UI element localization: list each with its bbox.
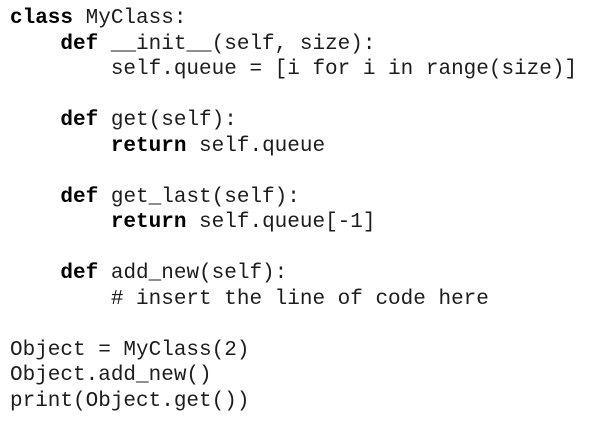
code-line — [10, 236, 610, 262]
code-text: # insert the line of code here — [10, 287, 489, 311]
code-block: class MyClass: def __init__(self, size):… — [10, 6, 610, 414]
code-text: add_new(self): — [98, 262, 288, 285]
code-text: self.queue = [i for i in range(size)] — [10, 58, 578, 81]
code-text — [10, 33, 60, 56]
code-line: Object = MyClass(2) — [10, 338, 610, 364]
code-text: Object.add_new() — [10, 364, 212, 387]
code-line: def get(self): — [10, 108, 610, 134]
code-keyword: class — [10, 7, 74, 30]
code-text — [10, 135, 111, 158]
code-line: class MyClass: — [10, 6, 610, 32]
code-line: self.queue = [i for i in range(size)] — [10, 57, 610, 83]
code-line: def __init__(self, size): — [10, 32, 610, 58]
code-line: return self.queue[-1] — [10, 210, 610, 236]
code-line — [10, 83, 610, 109]
code-text: __init__(self, size): — [98, 32, 376, 56]
code-line: return self.queue — [10, 134, 610, 160]
code-line: Object.add_new() — [10, 363, 610, 389]
code-text: self.queue — [186, 134, 326, 158]
code-text: MyClass: — [73, 7, 187, 30]
code-keyword: return — [110, 211, 187, 234]
code-text — [10, 186, 60, 209]
code-keyword: return — [110, 134, 187, 158]
code-text — [10, 109, 60, 132]
code-keyword: def — [60, 185, 99, 209]
code-keyword: def — [60, 109, 99, 132]
code-line: # insert the line of code here — [10, 287, 610, 313]
code-text: self.queue[-1] — [186, 211, 376, 234]
code-text: print(Object.get()) — [10, 389, 250, 413]
code-text: Object = MyClass(2) — [10, 338, 250, 362]
code-text: get_last(self): — [98, 185, 300, 209]
code-text — [10, 211, 111, 234]
code-line: def get_last(self): — [10, 185, 610, 211]
code-line: print(Object.get()) — [10, 389, 610, 415]
code-keyword: def — [60, 262, 99, 285]
code-line: def add_new(self): — [10, 261, 610, 287]
code-text: get(self): — [98, 109, 237, 132]
code-keyword: def — [60, 32, 99, 56]
code-text — [10, 262, 60, 285]
code-line — [10, 312, 610, 338]
code-line — [10, 159, 610, 185]
